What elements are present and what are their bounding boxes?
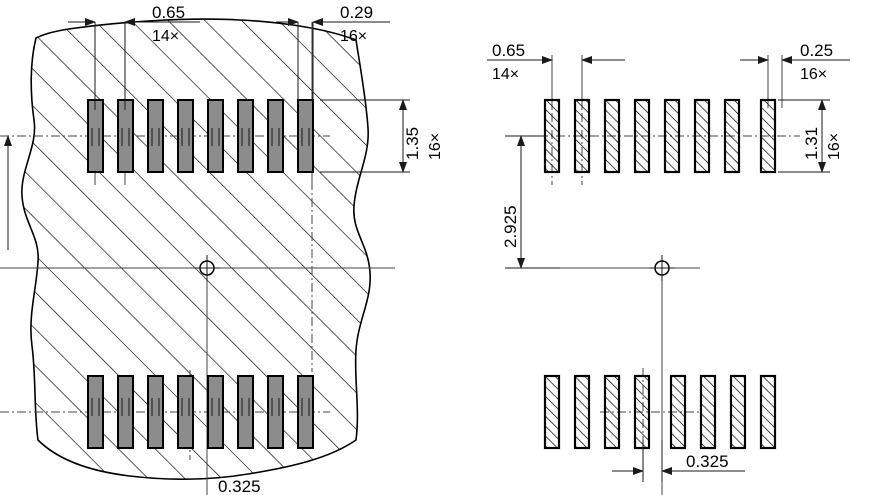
pad <box>87 375 104 449</box>
right-bottom-pad-row <box>543 374 777 450</box>
pad <box>117 375 134 449</box>
dim-left-bottom-value: 0.325 <box>218 477 261 495</box>
pad <box>147 375 164 449</box>
dim-right-pitch-count: 14× <box>492 66 519 83</box>
pad <box>177 375 194 449</box>
dim-right-pad-length: 1.31 16× <box>778 99 843 173</box>
dim-left-pad-width: 0.29 16× <box>276 3 390 104</box>
pad <box>603 98 621 174</box>
pad <box>267 375 284 449</box>
dim-right-pad-width-count: 16× <box>800 66 827 83</box>
dim-left-pitch-value: 0.65 <box>152 3 185 22</box>
origin-datum <box>649 255 675 281</box>
pad <box>669 374 687 450</box>
dim-left-pad-length-count: 16× <box>427 133 444 160</box>
pad <box>237 99 254 173</box>
pad <box>237 375 254 449</box>
pad <box>759 98 777 174</box>
dim-left-bottom-clipped: 0.325 <box>218 477 261 495</box>
dim-right-pad-width-value: 0.25 <box>800 41 833 60</box>
pad <box>543 98 561 174</box>
left-top-pad-row <box>87 99 314 173</box>
dim-right-row-span-value: 2.925 <box>501 205 520 248</box>
dim-left-pad-width-count: 16× <box>340 28 367 45</box>
dim-right-row-span: 2.925 <box>501 135 560 269</box>
pad <box>297 375 314 449</box>
pad <box>87 99 104 173</box>
pad <box>693 98 711 174</box>
pad <box>729 374 747 450</box>
pad <box>723 98 741 174</box>
pad <box>207 99 224 173</box>
right-top-pad-row <box>543 98 777 174</box>
dim-left-pad-length: 1.35 16× <box>320 99 444 173</box>
left-bottom-pad-row <box>87 375 314 449</box>
pad <box>267 99 284 173</box>
pad <box>117 99 134 173</box>
pad <box>297 99 314 173</box>
dim-left-pad-length-value: 1.35 <box>403 127 422 160</box>
pad <box>633 374 651 450</box>
origin-datum <box>194 255 220 281</box>
pad <box>573 374 591 450</box>
dim-left-pitch: 0.65 14× <box>68 3 200 110</box>
pad <box>759 374 777 450</box>
dim-right-pitch: 0.65 14× <box>487 41 625 83</box>
pad <box>603 374 621 450</box>
pad <box>207 375 224 449</box>
dim-right-origin-offset-value: 0.325 <box>686 452 729 471</box>
dim-left-pitch-count: 14× <box>152 28 179 45</box>
dim-right-pitch-value: 0.65 <box>492 41 525 60</box>
dim-right-pad-length-value: 1.31 <box>802 127 821 160</box>
pad <box>663 98 681 174</box>
pad <box>633 98 651 174</box>
right-view-group: 0.65 14× 0.25 16× 1.31 16× <box>487 41 850 495</box>
pad <box>543 374 561 450</box>
pad <box>699 374 717 450</box>
dim-right-origin-offset: 0.325 <box>612 440 745 482</box>
dim-left-pad-width-value: 0.29 <box>340 3 373 22</box>
pad <box>177 99 194 173</box>
dim-right-pad-length-count: 16× <box>826 133 843 160</box>
pad <box>573 98 591 174</box>
left-view-group: 0.65 14× 0.29 16× 1.35 16× <box>0 3 444 495</box>
dim-right-pad-width: 0.25 16× <box>740 41 850 83</box>
pad <box>147 99 164 173</box>
